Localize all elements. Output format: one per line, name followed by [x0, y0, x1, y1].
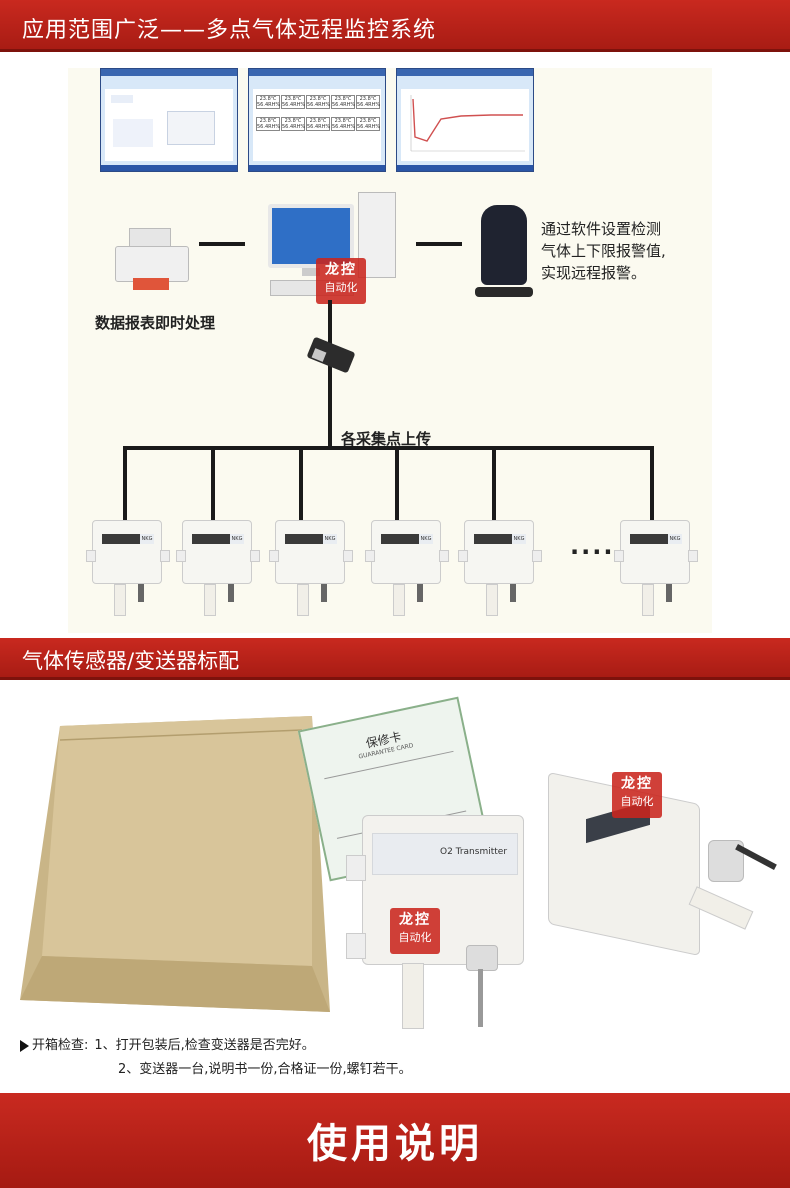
sensor-transmitter: NKG: [365, 520, 449, 616]
o2-transmitter-front: O2 Transmitter: [342, 815, 532, 1030]
reading-cell: 23.8℃ 56.4RH%: [256, 117, 281, 131]
printer-icon: [113, 228, 189, 292]
sensor-transmitter: NKG: [269, 520, 353, 616]
reading-cell: 23.8℃ 56.4RH%: [281, 117, 306, 131]
package-check-row-1: 开箱检查: 1、打开包装后,检查变送器是否完好。: [20, 1034, 315, 1053]
section-banner-top: 应用范围广泛——多点气体远程监控系统: [0, 0, 790, 52]
printer-link: [199, 242, 245, 246]
brand-logo: 龙控 自动化: [316, 258, 366, 304]
section-banner-middle: 气体传感器/变送器标配: [0, 638, 790, 680]
package-check-title: 开箱检查:: [32, 1038, 89, 1053]
more-points-ellipsis: ····: [570, 538, 615, 566]
o2-transmitter-side: [540, 768, 780, 968]
brand-logo: 龙控 自动化: [612, 772, 662, 818]
alarm-caption: 通过软件设置检测 气体上下限报警值, 实现远程报警。: [541, 220, 666, 282]
transmitter-label: O2 Transmitter: [440, 847, 508, 857]
banner-title: 使用说明: [307, 1121, 483, 1167]
drop-line: [492, 446, 496, 520]
drop-line: [299, 446, 303, 520]
reading-cell: 23.8℃ 56.4RH%: [306, 95, 331, 109]
drop-line: [395, 446, 399, 520]
printer-caption: 数据报表即时处理: [95, 314, 216, 332]
sensor-transmitter: NKG: [176, 520, 260, 616]
triangle-bullet-icon: [20, 1039, 29, 1052]
reading-cell: 23.8℃ 56.4RH%: [331, 95, 356, 109]
bus-caption: 各采集点上传: [341, 430, 432, 448]
software-screenshot-readings: 23.8℃ 56.4RH%23.8℃ 56.4RH%23.8℃ 56.4RH%2…: [248, 68, 386, 172]
alarm-link: [416, 242, 462, 246]
software-screenshot-login: [100, 68, 238, 172]
sensor-transmitter: NKG: [458, 520, 542, 616]
sensor-transmitter: NKG: [614, 520, 698, 616]
reading-cell: 23.8℃ 56.4RH%: [356, 95, 381, 109]
section-banner-bottom: 使用说明: [0, 1093, 790, 1188]
sensor-transmitter: NKG: [86, 520, 170, 616]
trunk-line: [328, 300, 332, 448]
drop-line: [650, 446, 654, 520]
reading-cell: 23.8℃ 56.4RH%: [256, 95, 281, 109]
cardboard-box: [12, 716, 332, 1016]
drop-line: [211, 446, 215, 520]
reading-cell: 23.8℃ 56.4RH%: [356, 117, 381, 131]
reading-cell: 23.8℃ 56.4RH%: [281, 95, 306, 109]
bus-line: [123, 446, 654, 450]
converter-icon: [305, 336, 357, 374]
package-check-item: 2、变送器一台,说明书一份,合格证一份,螺钉若干。: [118, 1062, 412, 1077]
package-check-item: 1、打开包装后,检查变送器是否完好。: [94, 1038, 315, 1053]
banner-title: 应用范围广泛——多点气体远程监控系统: [22, 18, 437, 43]
alarm-speaker-icon: [475, 205, 533, 303]
brand-logo: 龙控 自动化: [390, 908, 440, 954]
banner-title: 气体传感器/变送器标配: [22, 649, 240, 673]
software-screenshot-curve: [396, 68, 534, 172]
reading-cell: 23.8℃ 56.4RH%: [331, 117, 356, 131]
drop-line: [123, 446, 127, 520]
reading-cell: 23.8℃ 56.4RH%: [306, 117, 331, 131]
